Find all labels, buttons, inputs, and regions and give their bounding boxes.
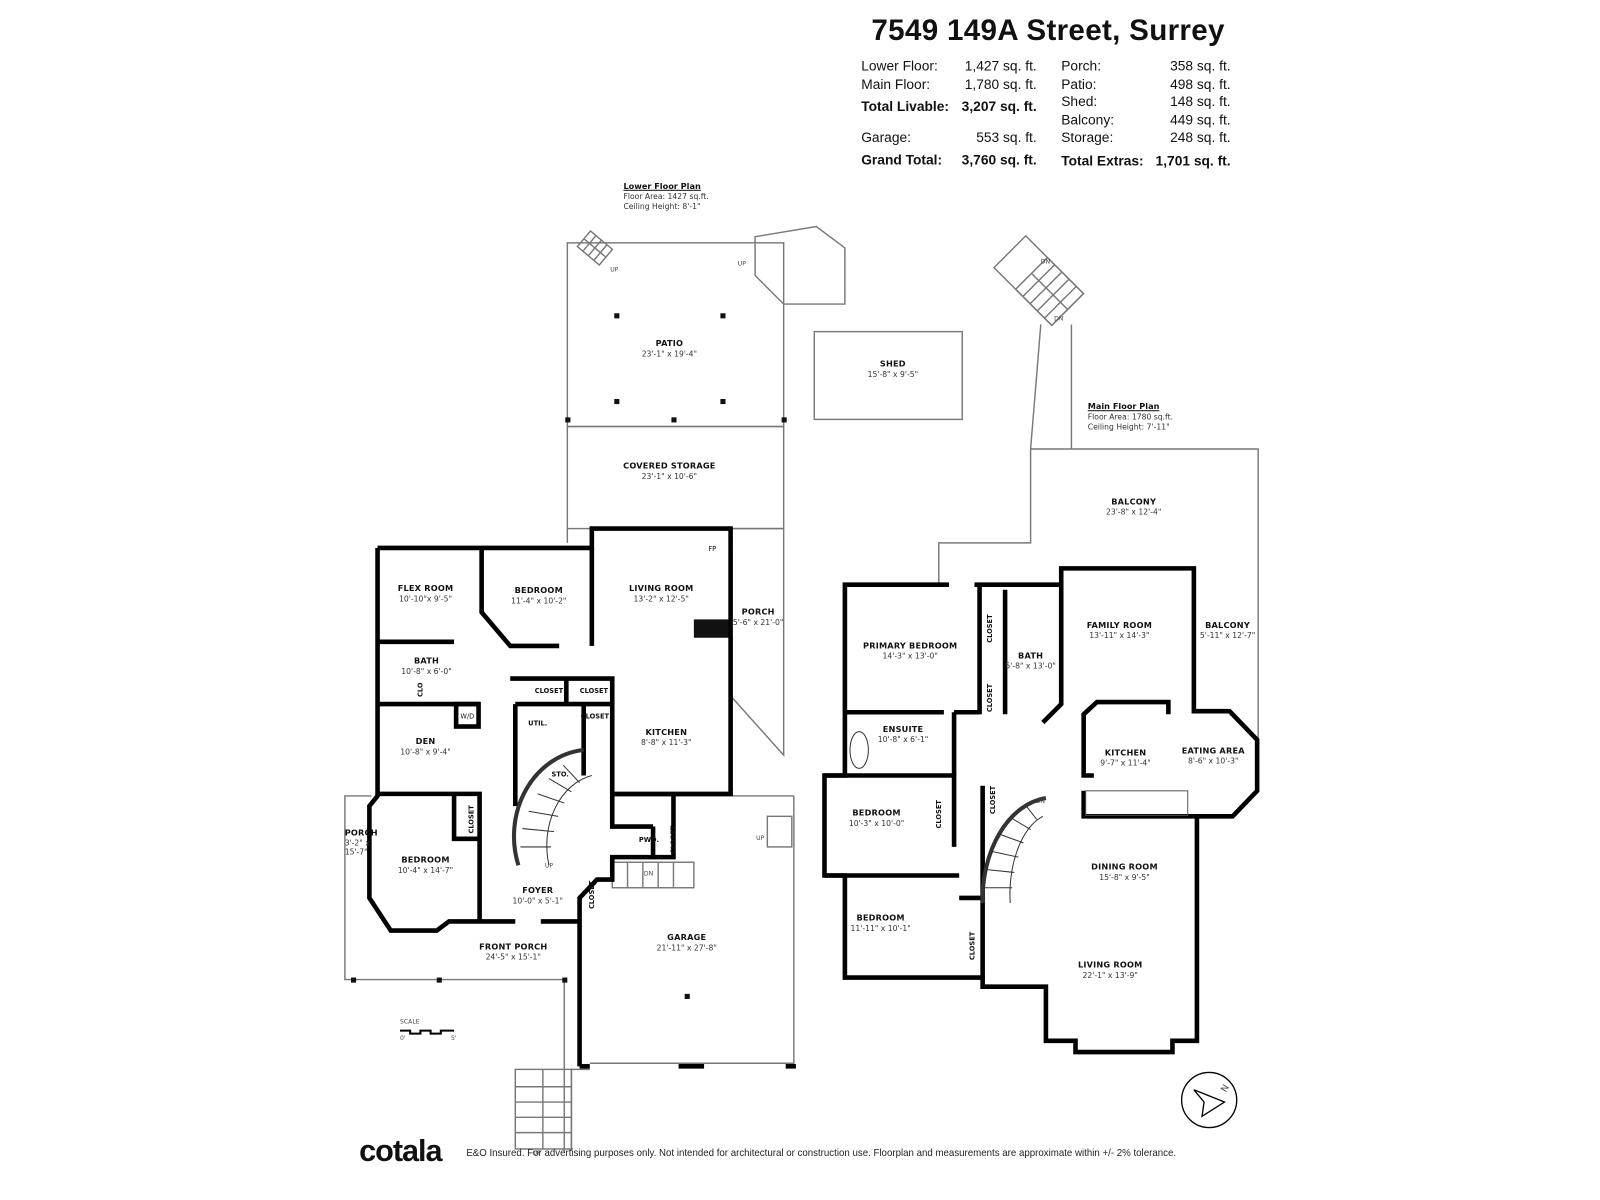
front-porch-outline	[344, 795, 565, 1152]
stat-row: Garage:553 sq. ft.	[861, 129, 1037, 145]
stat-row: Grand Total:3,760 sq. ft.	[861, 152, 1037, 168]
closet-label: CLOSET	[988, 785, 997, 815]
closet-label: CLOSET	[669, 825, 678, 854]
stairs-down-label: DN	[643, 870, 654, 878]
util-label: UTIL.	[528, 719, 548, 728]
closet-label: CLOSET	[467, 805, 476, 834]
stat-row: Main Floor:1,780 sq. ft.	[861, 76, 1037, 92]
stat-row: Storage:248 sq. ft.	[1061, 129, 1231, 146]
patio-outline	[566, 242, 785, 428]
cotala-logo: cotala	[359, 1134, 442, 1169]
washer-dryer-label: W/D	[460, 712, 475, 721]
clo-label: CLO	[416, 682, 425, 698]
stairs-down-label: DN	[1040, 258, 1051, 266]
stairs-up-label: UP	[532, 1149, 541, 1158]
lower-floor-walls	[367, 526, 796, 1069]
porch-outline	[730, 527, 785, 757]
closet-label: CLOSET	[534, 686, 564, 695]
stat-row: Balcony:449 sq. ft.	[1061, 111, 1231, 128]
main-stairs	[849, 731, 1189, 904]
closet-label: CLOSET	[934, 800, 943, 829]
property-address-title: 7549 149A Street, Surrey	[871, 14, 1225, 47]
stairs-up-label: UP	[544, 862, 554, 870]
closet-label: CLOSET	[587, 880, 596, 910]
stat-row: Total Extras:1,701 sq. ft.	[1061, 152, 1231, 169]
scale-start: 0'	[399, 1034, 406, 1042]
compass-icon	[1180, 1071, 1238, 1129]
stat-row: Total Livable:3,207 sq. ft.	[861, 99, 1037, 115]
stat-row: Patio:498 sq. ft.	[1061, 76, 1231, 92]
stats-extras: Porch:358 sq. ft. Patio:498 sq. ft. Shed…	[1061, 57, 1230, 169]
scale-end: 5'	[451, 1034, 457, 1042]
main-floor-walls	[822, 566, 1260, 1055]
closet-label: CLOSET	[985, 614, 994, 643]
balcony-outline	[938, 448, 1259, 740]
fireplace-label: FP	[708, 544, 717, 554]
disclaimer-text: E&O Insured. For advertising purposes on…	[466, 1147, 1177, 1160]
shed-outline	[813, 330, 963, 421]
posts	[351, 313, 787, 999]
stairs-down-label: DN	[1054, 315, 1064, 323]
powder-room-label: PWD.	[638, 835, 660, 844]
scale-label: SCALE	[399, 1018, 420, 1026]
stat-row: Lower Floor:1,427 sq. ft.	[861, 58, 1037, 74]
storage-label: STO.	[551, 770, 569, 779]
lower-stairs	[511, 747, 592, 866]
fireplace	[693, 619, 731, 638]
outdoor-structures	[344, 225, 1259, 1152]
stairs-up-label: UP	[756, 834, 765, 842]
stat-row: Porch:358 sq. ft.	[1061, 58, 1231, 74]
closet-label: CLOSET	[579, 686, 609, 695]
closet-label: CLOSET	[580, 712, 610, 721]
stats-livable: Lower Floor:1,427 sq. ft. Main Floor:1,7…	[861, 57, 1037, 169]
scale-bar	[399, 1029, 455, 1035]
stairs-up-label: UP	[610, 266, 619, 274]
stat-row: Shed:148 sq. ft.	[1061, 94, 1231, 110]
closet-label: CLOSET	[968, 931, 977, 961]
closet-label: CLOSET	[985, 683, 994, 713]
stairs-down-label: DN	[1035, 797, 1046, 806]
deck-outline	[754, 225, 846, 305]
stairs-up-label: UP	[737, 260, 746, 268]
